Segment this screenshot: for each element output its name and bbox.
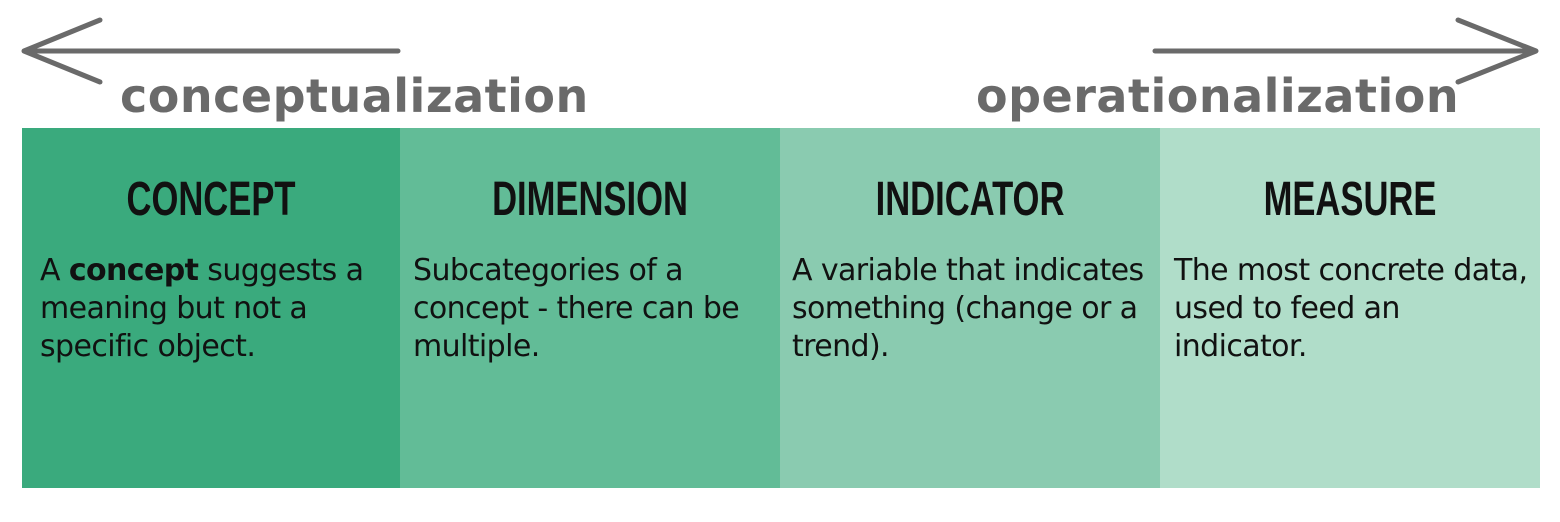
panel-description: Subcategories of a concept - there can b… — [413, 252, 772, 366]
panel-concept: CONCEPT A concept suggests a meaning but… — [22, 128, 400, 488]
panel-title: INDICATOR — [875, 173, 1065, 226]
panel-title: MEASURE — [1263, 173, 1437, 226]
arrow-right-icon — [1152, 17, 1539, 85]
panel-dimension: DIMENSION Subcategories of a concept - t… — [400, 128, 780, 488]
operationalization-label: operationalization — [976, 69, 1460, 123]
panel-description: A concept suggests a meaning but not a s… — [40, 252, 392, 366]
desc-text: Subcategories of a concept - there can b… — [413, 253, 740, 364]
desc-bold-text: concept — [68, 253, 199, 288]
desc-text: The most concrete data, used to feed an … — [1174, 253, 1528, 364]
panel-indicator: INDICATOR A variable that indicates some… — [780, 128, 1160, 488]
concept-panels: CONCEPT A concept suggests a meaning but… — [22, 128, 1540, 488]
panel-title: DIMENSION — [492, 173, 688, 226]
arrow-left-icon — [21, 17, 401, 85]
panel-description: A variable that indicates something (cha… — [792, 252, 1152, 366]
desc-text: A variable that indicates something (cha… — [792, 253, 1144, 364]
desc-text: suggests a meaning but not a specific ob… — [40, 253, 364, 364]
panel-description: The most concrete data, used to feed an … — [1174, 252, 1532, 366]
panel-title: CONCEPT — [126, 173, 296, 226]
direction-arrows — [21, 17, 1539, 85]
panel-measure: MEASURE The most concrete data, used to … — [1160, 128, 1540, 488]
desc-text: A — [40, 253, 69, 288]
conceptualization-label: conceptualization — [120, 69, 589, 123]
